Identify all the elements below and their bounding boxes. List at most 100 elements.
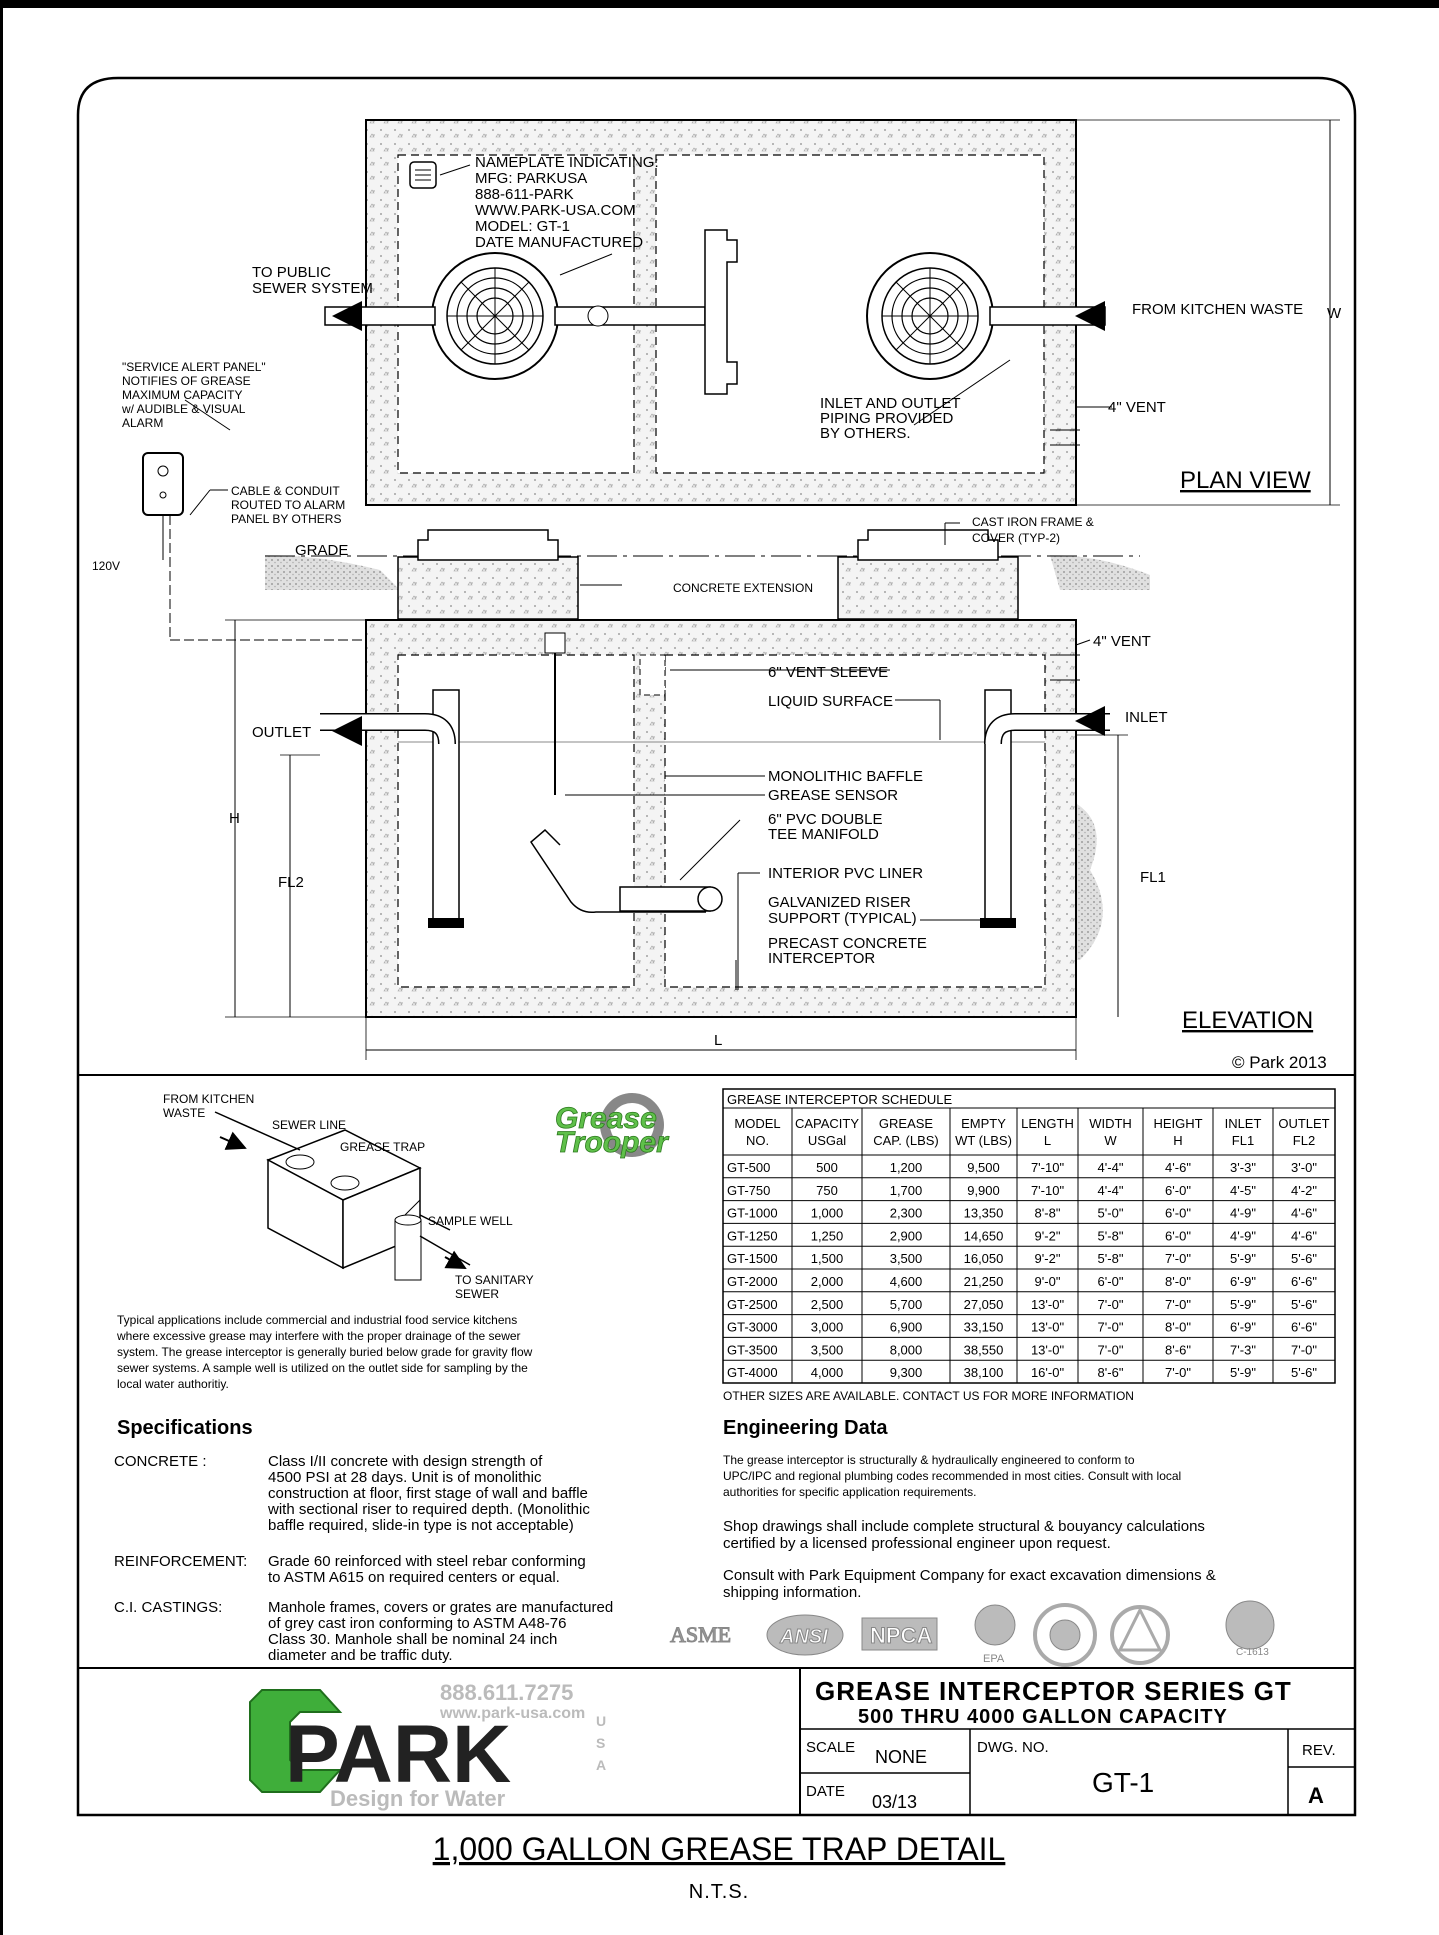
schedule-cell: 7'-3" (1230, 1342, 1256, 1357)
title-block (799, 1668, 1355, 1815)
plan-vent-label: 4" VENT (1108, 399, 1166, 416)
cast-iron-2: COVER (TYP-2) (972, 531, 1060, 545)
schedule-cell: 7'-0" (1098, 1342, 1124, 1357)
schedule-cell: 1,250 (811, 1228, 844, 1243)
schedule-cell: 4'-2" (1291, 1183, 1317, 1198)
inlet-label: INLET (1125, 709, 1168, 726)
schedule-cell: 6'-9" (1230, 1320, 1256, 1335)
schedule-cell: 1,700 (890, 1183, 923, 1198)
schedule-cell: 27,050 (964, 1297, 1004, 1312)
nameplate-line-5: MODEL: GT-1 (475, 218, 570, 235)
schedule-header: INLET (1225, 1116, 1262, 1131)
schedule-cell: 5'-8" (1098, 1228, 1124, 1243)
schedule-cell: 7'-0" (1098, 1297, 1124, 1312)
schedule-cell: 6,900 (890, 1320, 923, 1335)
schedule-cell: 16,050 (964, 1251, 1004, 1266)
schedule-cell: GT-3000 (727, 1320, 778, 1335)
eng-p1-line: UPC/IPC and regional plumbing codes reco… (723, 1469, 1181, 1483)
schedule-header: GREASE (879, 1116, 934, 1131)
schedule-header: WT (LBS) (955, 1133, 1012, 1148)
to-public-sewer-2: SEWER SYSTEM (252, 280, 373, 297)
park-logo: 888.611.7275 www.park-usa.com PARK U S A… (249, 1680, 606, 1811)
svg-text:U: U (596, 1713, 606, 1729)
schedule-header: WIDTH (1089, 1116, 1132, 1131)
vent-sleeve-label: 6" VENT SLEEVE (768, 664, 888, 681)
schedule-header: CAP. (LBS) (873, 1133, 939, 1148)
schedule-cell: 4,600 (890, 1274, 923, 1289)
schedule-cell: 7'-0" (1165, 1297, 1191, 1312)
schedule-cell: 1,200 (890, 1160, 923, 1175)
schedule-cell: 4'-6" (1165, 1160, 1191, 1175)
schedule-cell: GT-1250 (727, 1228, 778, 1243)
plan-view-title: PLAN VIEW (1180, 467, 1311, 494)
schedule-cell: 33,150 (964, 1320, 1004, 1335)
schedule-cell: 8'-0" (1165, 1274, 1191, 1289)
precast-2: INTERCEPTOR (768, 950, 875, 967)
svg-text:Grease: Grease (555, 1102, 657, 1135)
dim-fl1-label: FL1 (1140, 869, 1166, 886)
schedule-cell: GT-2000 (727, 1274, 778, 1289)
interior-pvc-liner-label: INTERIOR PVC LINER (768, 865, 923, 882)
elevation-view (225, 522, 1150, 1060)
eng-p3-line: shipping information. (723, 1584, 861, 1601)
schedule-cell: 6'-6" (1291, 1274, 1317, 1289)
spec-castings-label: C.I. CASTINGS: (114, 1599, 222, 1616)
spec-reinforcement-label: REINFORCEMENT: (114, 1553, 247, 1570)
schedule-cell: 1,000 (811, 1206, 844, 1221)
schedule-header: H (1173, 1133, 1182, 1148)
schedule-cell: 3'-0" (1291, 1160, 1317, 1175)
dwg-no-value: GT-1 (1092, 1767, 1154, 1798)
spec-concrete-line: construction at floor, first stage of wa… (268, 1485, 588, 1502)
schedule-cell: 4'-6" (1291, 1206, 1317, 1221)
schedule-cell: 4'-6" (1291, 1228, 1317, 1243)
schedule-cell: 5'-6" (1291, 1365, 1317, 1380)
schedule-cell: 5'-9" (1230, 1365, 1256, 1380)
schedule-cell: GT-1000 (727, 1206, 778, 1221)
schedule-header: LENGTH (1021, 1116, 1074, 1131)
schedule-cell: 500 (816, 1160, 838, 1175)
cast-iron-1: CAST IRON FRAME & (972, 515, 1094, 529)
schedule-cell: 750 (816, 1183, 838, 1198)
desc-line-1: Typical applications include commercial … (117, 1313, 517, 1327)
volts-label: 120V (92, 559, 120, 573)
iso-to-sanitary-1: TO SANITARY (455, 1273, 534, 1287)
schedule-cell: 2,500 (811, 1297, 844, 1312)
schedule-cell: 38,100 (964, 1365, 1004, 1380)
cable-conduit-1: CABLE & CONDUIT (231, 484, 340, 498)
schedule-cell: 5,700 (890, 1297, 923, 1312)
rev-value: A (1308, 1783, 1324, 1808)
schedule-cell: 8'-6" (1165, 1342, 1191, 1357)
iso-from-kitchen-1: FROM KITCHEN (163, 1092, 254, 1106)
piping-note-3: BY OTHERS. (820, 425, 911, 442)
astm-logo: C-1613 (1236, 1647, 1269, 1658)
schedule-header: W (1104, 1133, 1117, 1148)
liquid-surface-label: LIQUID SURFACE (768, 693, 893, 710)
to-public-sewer-1: TO PUBLIC (252, 264, 331, 281)
galvanized-riser-1: GALVANIZED RISER (768, 894, 911, 911)
date-label: DATE (806, 1783, 845, 1800)
schedule-cell: 5'-9" (1230, 1297, 1256, 1312)
schedule-title: GREASE INTERCEPTOR SCHEDULE (727, 1092, 952, 1107)
schedule-header: USGal (808, 1133, 846, 1148)
schedule-cell: 9,500 (967, 1160, 1000, 1175)
iso-sewer-line: SEWER LINE (272, 1118, 346, 1132)
spec-castings-line: Class 30. Manhole shall be nominal 24 in… (268, 1631, 557, 1648)
schedule-header: OUTLET (1278, 1116, 1329, 1131)
grease-trooper-logo: Grease Trooper (555, 1093, 671, 1159)
pvc-tee-2: TEE MANIFOLD (768, 826, 879, 843)
schedule-header: MODEL (734, 1116, 780, 1131)
company-name: PARK (285, 1709, 511, 1800)
scale-label: SCALE (806, 1739, 855, 1756)
desc-line-4: sewer systems. A sample well is utilized… (117, 1361, 528, 1375)
eng-p2-line: certified by a licensed professional eng… (723, 1535, 1111, 1552)
elevation-title: ELEVATION (1182, 1007, 1313, 1034)
svg-text:A: A (596, 1757, 606, 1773)
titleblock-title: GREASE INTERCEPTOR SERIES GT (815, 1676, 1292, 1706)
schedule-cell: 6'-0" (1165, 1183, 1191, 1198)
schedule-cell: 4'-4" (1098, 1183, 1124, 1198)
schedule-header: CAPACITY (795, 1116, 859, 1131)
schedule-cell: 3,500 (890, 1251, 923, 1266)
schedule-cell: 4'-9" (1230, 1228, 1256, 1243)
svg-text:S: S (596, 1735, 605, 1751)
schedule-cell: 5'-8" (1098, 1251, 1124, 1266)
